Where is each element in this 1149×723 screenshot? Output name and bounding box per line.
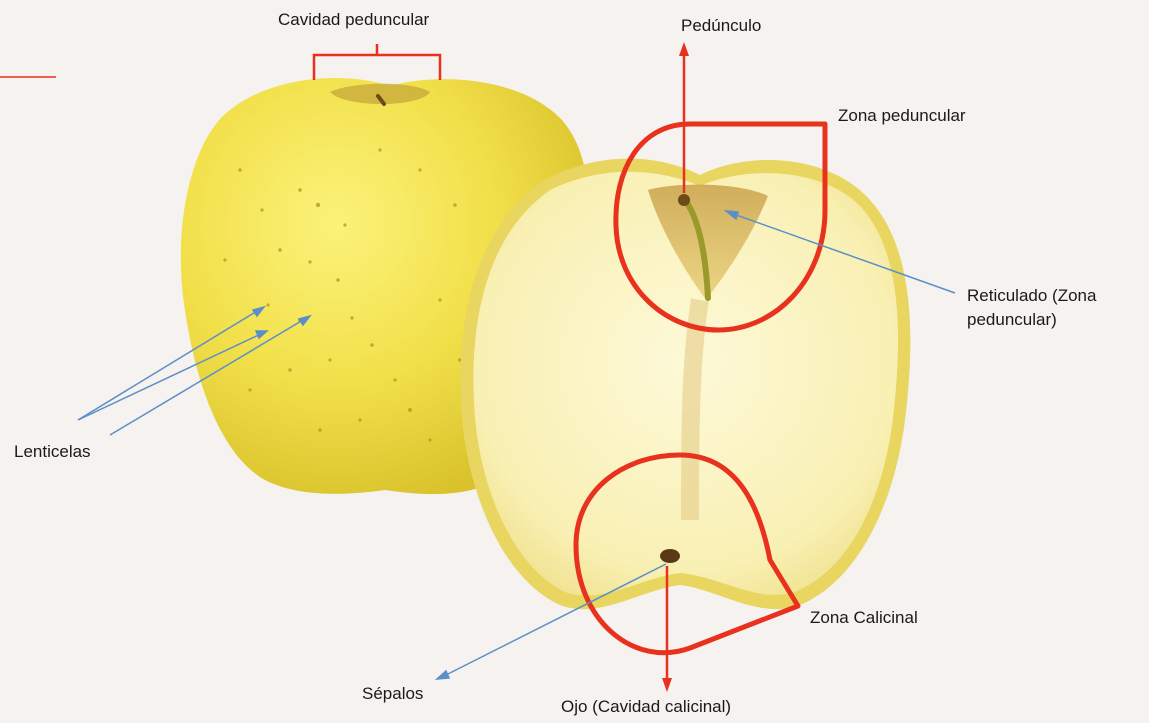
label-zona-calicinal: Zona Calicinal	[810, 606, 918, 630]
label-pedunculo: Pedúnculo	[681, 14, 761, 38]
label-zona-peduncular: Zona peduncular	[838, 104, 966, 128]
calyx-eye	[660, 549, 680, 563]
core-line	[690, 300, 700, 520]
label-sepalos: Sépalos	[362, 682, 423, 706]
eye-arrow-head	[662, 678, 672, 692]
sepalos-arrowhead	[437, 671, 449, 679]
stem-cavity-bracket	[314, 44, 440, 80]
stem-tip	[678, 194, 690, 206]
label-lenticelas: Lenticelas	[14, 440, 91, 464]
label-ojo: Ojo (Cavidad calicinal)	[561, 695, 731, 719]
label-cavidad-peduncular: Cavidad peduncular	[278, 8, 429, 32]
halved-apple	[460, 159, 910, 610]
label-reticulado: Reticulado (Zona peduncular)	[967, 284, 1137, 332]
stem-arrow-head	[679, 42, 689, 56]
